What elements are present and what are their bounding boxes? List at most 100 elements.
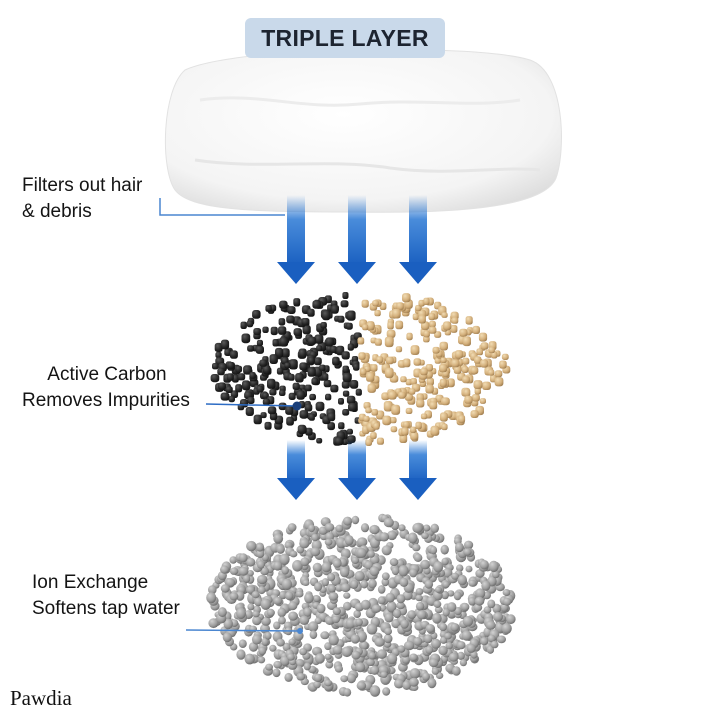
ion-bead [377,585,386,594]
ion-bead [423,634,433,644]
ion-bead [242,574,251,583]
ion-bead [474,596,485,606]
carbon-pellet [320,322,327,329]
ion-bead [384,627,392,636]
resin-pellet [432,346,440,354]
resin-pellet [494,377,504,387]
resin-pellet [439,378,447,388]
ion-bead [236,649,246,660]
ion-bead [445,642,453,650]
carbon-pellet [246,320,254,328]
carbon-pellet [298,348,307,359]
ion-bead [272,668,281,678]
carbon-pellet [247,397,255,404]
ion-bead [461,602,470,611]
carbon-pellet [307,367,316,377]
ion-bead [360,640,369,651]
ion-bead [255,549,265,558]
resin-pellet [463,388,471,397]
resin-pellet [373,422,380,430]
ion-bead [490,640,499,649]
ion-bead [273,596,283,605]
resin-pellet [410,431,419,441]
ion-bead [334,665,343,673]
ion-bead [468,579,477,587]
carbon-pellet [330,346,338,353]
carbon-pellet [245,406,254,416]
carbon-pellet [278,326,287,335]
carbon-pellet [330,384,339,393]
resin-pellet [362,324,369,331]
ion-bead [324,642,332,651]
resin-pellet [363,402,371,409]
ion-bead [422,672,430,681]
ion-bead [463,548,472,556]
resin-pellet [412,313,419,321]
carbon-pellet [322,373,329,381]
carbon-pellet [355,388,362,396]
down-arrow-icon [399,195,437,284]
ion-bead [345,618,356,629]
resin-pellet [470,366,479,375]
ion-bead [360,599,371,610]
resin-pellet [363,415,370,422]
carbon-pellet [220,392,230,401]
resin-pellet [366,371,375,382]
ion-bead [473,603,483,612]
resin-pellet [423,297,430,305]
ion-bead [401,655,411,664]
ion-bead [278,616,286,625]
carbon-resin-layer-image [210,292,511,446]
resin-pellet [429,401,438,410]
ion-bead [444,632,452,640]
resin-pellet [390,426,398,433]
resin-pellet [439,364,448,373]
ion-bead [249,625,257,633]
carbon-pellet [316,438,323,444]
ion-bead [257,560,265,569]
ion-bead [229,567,239,575]
ion-bead [459,659,467,667]
resin-pellet [383,401,393,412]
ion-bead [464,540,474,550]
ion-bead [357,537,368,547]
resin-pellet [371,409,378,416]
ion-bead [485,620,496,630]
resin-pellet [470,410,479,418]
ion-bead [421,532,429,539]
carbon-pellet [293,298,301,306]
ion-bead [492,612,504,622]
ion-bead [273,533,284,544]
down-arrow-icon [338,440,376,500]
ion-bead [332,645,343,655]
resin-pellet [410,426,417,433]
ion-bead [260,598,271,610]
ion-bead [466,643,476,653]
resin-pellet [425,364,433,372]
ion-bead [427,678,437,689]
title-text: TRIPLE LAYER [261,24,429,51]
carbon-pellet [286,315,295,324]
resin-pellet [451,359,460,368]
ion-bead [257,574,268,585]
resin-pellet [421,321,430,330]
resin-pellet [482,381,491,390]
ion-bead [455,542,464,553]
layer-label-line: Filters out hair [22,175,143,196]
ion-bead [257,656,266,664]
carbon-pellet [220,339,230,350]
ion-bead [302,579,310,587]
ion-bead [332,607,341,616]
ion-bead [313,680,321,689]
ion-bead [332,615,340,624]
carbon-pellet [237,373,246,381]
resin-pellet [395,320,404,330]
resin-pellet [494,370,503,378]
resin-pellet [399,434,408,443]
resin-pellet [453,366,462,374]
ion-bead [453,591,462,601]
ion-bead [487,599,496,609]
resin-pellet [462,336,471,347]
carbon-pellet [308,413,315,421]
resin-pellet [410,345,420,355]
